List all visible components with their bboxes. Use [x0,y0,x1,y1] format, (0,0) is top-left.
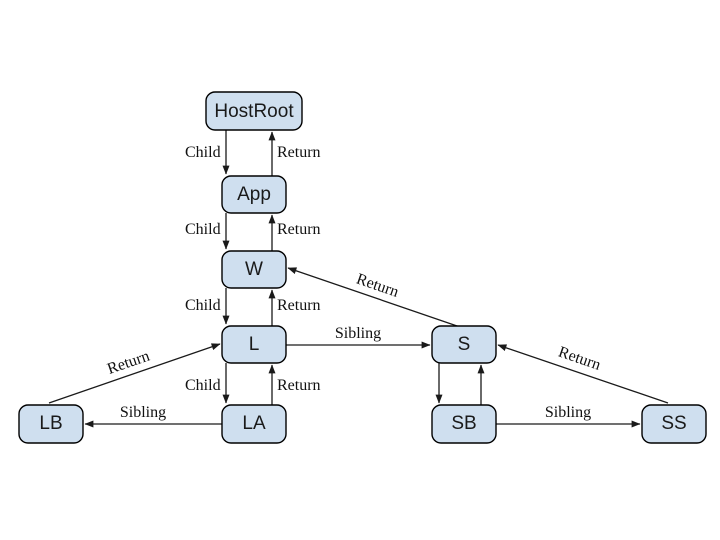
node-hostroot-label: HostRoot [214,101,294,122]
node-app[interactable]: App [221,175,287,214]
edge-label-w-l-child: Child [185,297,221,314]
node-s-box[interactable] [431,325,497,364]
edge-label-sb-ss-sibling: Sibling [545,404,591,421]
node-w[interactable]: W [221,250,287,289]
edge-s-w-return [287,267,461,328]
node-sb[interactable]: SB [431,404,497,444]
edge-labels-layer: Child Return Child Return Child Return S… [105,144,603,421]
edge-label-ss-s-return: Return [556,344,603,374]
edge-label-w-app-return: Return [277,221,321,238]
edge-ss-s-return [497,344,669,404]
node-lb-box[interactable] [18,404,84,444]
edge-label-l-w-return: Return [277,297,321,314]
edge-label-app-hostroot-return: Return [277,144,321,161]
node-w-label: W [245,259,263,280]
node-hostroot-box[interactable] [205,91,303,131]
node-lb-label: LB [39,413,62,434]
node-ss-label: SS [661,413,686,434]
node-ss-box[interactable] [641,404,707,444]
node-s-label: S [458,334,471,355]
edge-label-s-w-return: Return [354,271,401,301]
edges-layer [48,130,669,428]
edge-label-lb-l-return: Return [105,348,152,378]
node-app-label: App [237,184,271,205]
node-hostroot[interactable]: HostRoot [205,91,303,131]
edge-label-l-la-child: Child [185,377,221,394]
edge-label-app-w-child: Child [185,221,221,238]
edge-label-la-lb-sibling: Sibling [120,404,166,421]
node-sb-box[interactable] [431,404,497,444]
edge-label-la-l-return: Return [277,377,321,394]
node-s[interactable]: S [431,325,497,364]
node-l-label: L [249,334,260,355]
edge-label-l-s-sibling: Sibling [335,325,381,342]
node-l[interactable]: L [221,325,287,364]
node-sb-label: SB [451,413,476,434]
node-app-box[interactable] [221,175,287,214]
node-la[interactable]: LA [221,404,287,444]
node-la-label: LA [242,413,266,434]
node-w-box[interactable] [221,250,287,289]
edge-label-hostroot-app-child: Child [185,144,221,161]
node-lb[interactable]: LB [18,404,84,444]
node-la-box[interactable] [221,404,287,444]
nodes-layer: HostRoot App W L LA LB [18,91,707,444]
node-l-box[interactable] [221,325,287,364]
edge-lb-l-return [48,343,221,404]
node-ss[interactable]: SS [641,404,707,444]
